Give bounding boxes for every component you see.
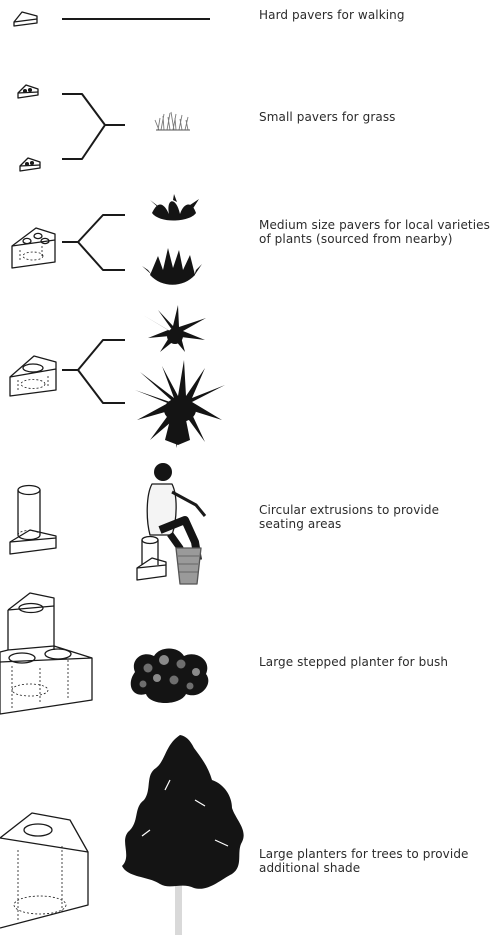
label-circular-extrusions: Circular extrusions to provide seating a… xyxy=(259,503,440,531)
seated-person-icon xyxy=(136,463,207,585)
fan-palm-icon xyxy=(143,305,206,352)
succulent-icon xyxy=(150,194,199,221)
triangular-planter-icon xyxy=(0,812,89,929)
shrub-icon xyxy=(130,648,209,703)
bracket-connector xyxy=(62,214,125,271)
label-tree-planters: Large planters for trees to provide addi… xyxy=(259,847,469,875)
label-hard-pavers: Hard pavers for walking xyxy=(259,8,405,22)
medium-paver-icon xyxy=(11,227,56,269)
medium-paver-icon xyxy=(9,355,57,397)
succulent-icon xyxy=(142,248,202,285)
stepped-planter-icon xyxy=(0,592,93,715)
cylinder-seat-icon xyxy=(9,484,57,555)
fan-palm-icon xyxy=(135,360,225,448)
grass-icon xyxy=(154,111,190,131)
label-medium-pavers: Medium size pavers for local varieties o… xyxy=(259,218,491,246)
tree-icon xyxy=(122,735,244,935)
bracket-connector xyxy=(62,93,125,160)
small-paver-icon xyxy=(19,157,41,172)
label-stepped-planter: Large stepped planter for bush xyxy=(259,655,449,669)
small-paver-icon xyxy=(17,84,39,99)
hard-paver-icon xyxy=(13,11,38,27)
bracket-connector xyxy=(62,339,125,404)
label-small-pavers: Small pavers for grass xyxy=(259,110,396,124)
